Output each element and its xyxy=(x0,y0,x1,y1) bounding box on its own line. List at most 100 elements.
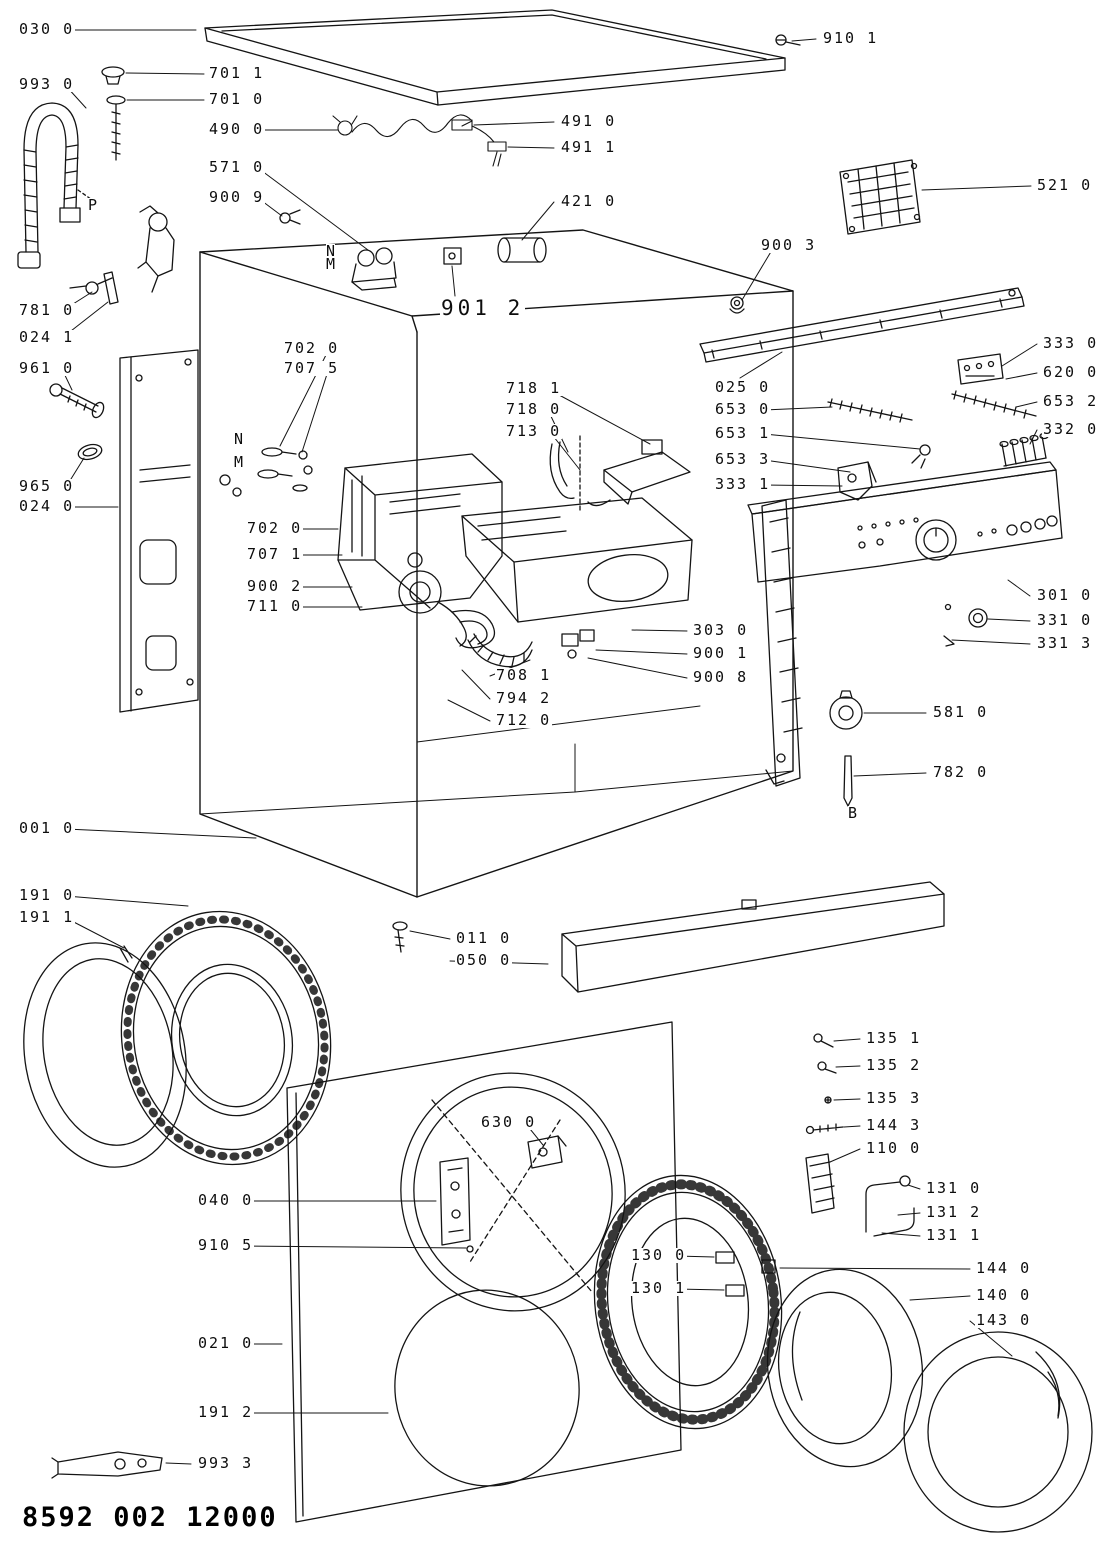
part-label-135-1: 135 1 xyxy=(865,1029,923,1047)
inlet-valve-drawing xyxy=(69,205,175,305)
part-label-900-9: 900 9 xyxy=(208,188,266,206)
door-seal-drawing xyxy=(23,942,187,1168)
part-label-711-0: 711 0 xyxy=(246,597,304,615)
part-label-331-3: 331 3 xyxy=(1036,634,1094,652)
part-label-901-2: 901 2 xyxy=(440,296,526,320)
part-label-653-0: 653 0 xyxy=(714,400,772,418)
tub-tray-drawing xyxy=(461,497,693,623)
part-label-993-0: 993 0 xyxy=(18,75,76,93)
cabinet-drawing xyxy=(199,229,794,898)
clip-drawing xyxy=(279,209,301,225)
dispenser-housing-drawing xyxy=(337,453,503,611)
hose-coil-drawing xyxy=(451,609,496,649)
part-label-333-1: 333 1 xyxy=(714,475,772,493)
left-fasteners-drawing xyxy=(49,383,105,461)
strip-653-right-drawing xyxy=(951,390,1037,419)
part-label-144-0: 144 0 xyxy=(975,1259,1033,1277)
knob-331-drawing xyxy=(943,603,988,647)
part-label-021-0: 021 0 xyxy=(197,1334,255,1352)
ref-letter-b: B xyxy=(848,804,858,822)
bracket-333-drawing xyxy=(957,353,1004,385)
part-label-718-0: 718 0 xyxy=(505,400,563,418)
dispenser-rail-drawing xyxy=(761,499,803,787)
part-label-135-3: 135 3 xyxy=(865,1089,923,1107)
ref-letter-n-fitting: N xyxy=(234,430,244,448)
part-label-332-0: 332 0 xyxy=(1042,420,1100,438)
part-label-630-0: 630 0 xyxy=(480,1113,538,1131)
part-label-490-0: 490 0 xyxy=(208,120,266,138)
part-label-702-0-a: 702 0 xyxy=(283,339,341,357)
part-label-571-0: 571 0 xyxy=(208,158,266,176)
cap-bolt-drawing xyxy=(101,66,126,161)
drain-hose-drawing xyxy=(17,102,96,269)
pressure-switch-drawing xyxy=(829,690,863,730)
part-label-620-0: 620 0 xyxy=(1042,363,1100,381)
control-panel-drawing xyxy=(747,461,1063,583)
wiring-harness-drawing xyxy=(332,114,507,167)
part-label-782-0: 782 0 xyxy=(932,763,990,781)
part-label-965-0: 965 0 xyxy=(18,477,76,495)
rear-panel-drawing xyxy=(119,349,199,713)
part-label-001-0: 001 0 xyxy=(18,819,76,837)
hinge-wire-drawing xyxy=(865,1175,915,1237)
part-label-140-0: 140 0 xyxy=(975,1286,1033,1304)
part-label-910-5: 910 5 xyxy=(197,1236,255,1254)
part-label-653-3: 653 3 xyxy=(714,450,772,468)
ref-letter-n-motor: N xyxy=(326,242,336,260)
outer-ring-drawing xyxy=(903,1331,1093,1533)
terminals-332-drawing xyxy=(999,432,1049,467)
clip-653-drawing xyxy=(911,444,931,469)
part-label-130-0: 130 0 xyxy=(630,1246,688,1264)
strip-653-mid-drawing xyxy=(827,398,913,423)
part-label-040-0: 040 0 xyxy=(197,1191,255,1209)
ref-letter-m-fitting: M xyxy=(234,453,244,471)
bracket-993-drawing xyxy=(51,1451,163,1479)
part-label-131-1: 131 1 xyxy=(925,1226,983,1244)
part-label-702-0-b: 702 0 xyxy=(246,519,304,537)
part-label-131-0: 131 0 xyxy=(925,1179,983,1197)
door-lock-drawing xyxy=(527,1135,567,1169)
door-glass-drawing xyxy=(766,1268,924,1468)
part-label-491-1: 491 1 xyxy=(560,138,618,156)
part-label-191-2: 191 2 xyxy=(197,1403,255,1421)
hinge-plate-drawing xyxy=(439,1157,474,1253)
part-label-191-0: 191 0 xyxy=(18,886,76,904)
part-label-900-8: 900 8 xyxy=(692,668,750,686)
part-label-708-1: 708 1 xyxy=(495,666,553,684)
part-label-331-0: 331 0 xyxy=(1036,611,1094,629)
door-frame-drawing xyxy=(119,910,332,1166)
motor-block-drawing xyxy=(351,247,397,291)
part-label-701-1: 701 1 xyxy=(208,64,266,82)
part-label-024-0: 024 0 xyxy=(18,497,76,515)
part-label-993-3: 993 3 xyxy=(197,1454,255,1472)
part-label-712-0: 712 0 xyxy=(495,711,553,729)
part-label-131-2: 131 2 xyxy=(925,1203,983,1221)
part-label-143-0: 143 0 xyxy=(975,1311,1033,1329)
screw-top-drawing xyxy=(775,34,801,46)
part-label-130-1: 130 1 xyxy=(630,1279,688,1297)
part-label-707-1: 707 1 xyxy=(246,545,304,563)
part-label-781-0: 781 0 xyxy=(18,301,76,319)
part-label-713-0: 713 0 xyxy=(505,422,563,440)
part-label-050-0: 050 0 xyxy=(455,951,513,969)
part-label-011-0: 011 0 xyxy=(455,929,513,947)
valve-900-drawing xyxy=(561,629,595,659)
grommet-drawing xyxy=(729,296,745,314)
part-label-303-0: 303 0 xyxy=(692,621,750,639)
rod-drawing xyxy=(843,755,853,807)
hinge-653-drawing xyxy=(837,461,877,501)
part-label-421-0: 421 0 xyxy=(560,192,618,210)
ref-letter-p: P xyxy=(88,196,98,214)
part-label-701-0: 701 0 xyxy=(208,90,266,108)
fittings-drawing xyxy=(219,447,313,497)
part-label-301-0: 301 0 xyxy=(1036,586,1094,604)
part-label-144-3: 144 3 xyxy=(865,1116,923,1134)
plinth-drawing xyxy=(561,881,945,993)
part-label-025-0: 025 0 xyxy=(714,378,772,396)
capacitor-drawing xyxy=(497,237,547,263)
part-label-333-0: 333 0 xyxy=(1042,334,1100,352)
funnel-drawing xyxy=(549,435,691,513)
part-label-900-1: 900 1 xyxy=(692,644,750,662)
part-label-110-0: 110 0 xyxy=(865,1139,923,1157)
